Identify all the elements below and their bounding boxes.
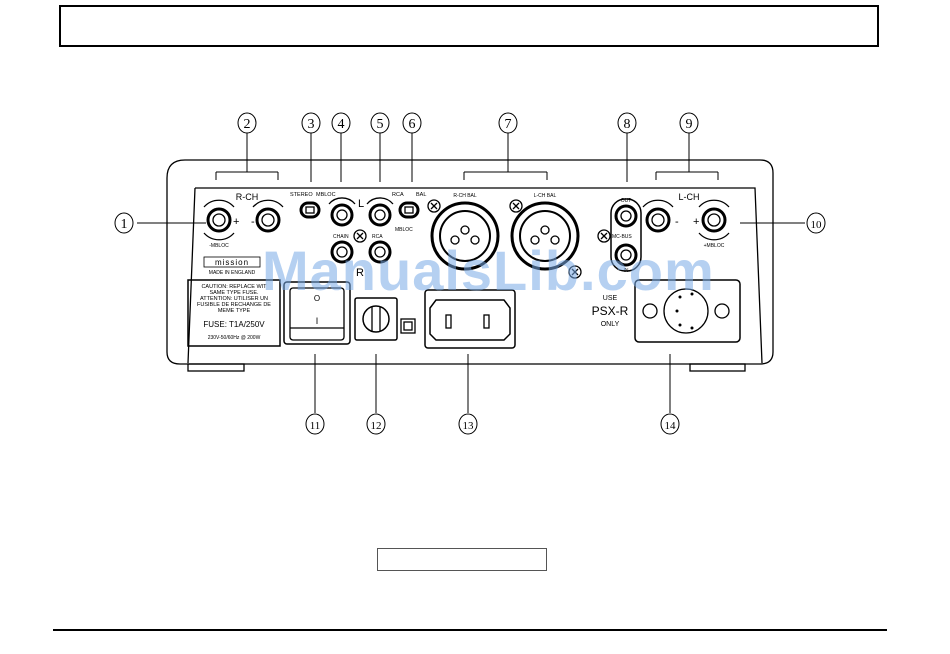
psx-r-socket [634, 279, 741, 343]
fuse-line-5: MEME TYPE [218, 308, 251, 314]
rca-mbloc-l [328, 197, 356, 227]
label-made-in: MADE IN ENGLAND [209, 270, 256, 276]
label-mbloc-small: MBLOC [395, 227, 413, 233]
label-r-ch: R-CH [236, 192, 259, 202]
label-r-minus: - [251, 216, 255, 228]
callout-11: 11 [305, 413, 325, 435]
label-bal: BAL [416, 192, 426, 198]
label-use: USE [603, 295, 618, 302]
callout-number: 5 [377, 117, 384, 132]
rca-r [368, 240, 392, 264]
label-l-ch-bal: L-CH BAL [534, 193, 557, 199]
indicator-square [400, 318, 416, 334]
fuse-line-2: SAME TYPE FUSE. [209, 290, 259, 296]
rca-chain-r [330, 240, 354, 264]
footer-rule [53, 629, 887, 631]
callout-2: 2 [237, 112, 257, 134]
callout-number: 11 [310, 420, 321, 432]
chassis-outline [166, 159, 774, 365]
brand-logo-box [203, 256, 261, 268]
callout-7: 7 [498, 112, 518, 134]
label-r-plus: + [233, 216, 239, 228]
ground-screw-2 [427, 199, 441, 213]
label-l-plus: + [693, 216, 699, 228]
callout-9: 9 [679, 112, 699, 134]
brand-logo: mission [215, 258, 249, 267]
label-l-ch: L-CH [678, 192, 699, 202]
fuse-line-1: CAUTION: REPLACE WIT [201, 284, 267, 290]
mc-bus-in [614, 243, 638, 267]
callout-number: 14 [665, 420, 677, 432]
callout-6: 6 [402, 112, 422, 134]
callout-number: 13 [463, 420, 475, 432]
fuse-label-box [187, 279, 281, 347]
stereo-switch [299, 201, 321, 219]
label-rca-upper: RCA [392, 192, 404, 198]
header-box [59, 5, 879, 47]
callout-number: 12 [371, 420, 382, 432]
voltage-selector [354, 297, 398, 341]
label-out: OUT [621, 198, 632, 204]
callout-number: 4 [338, 117, 345, 132]
callout-number: 8 [624, 117, 631, 132]
switch-on-mark: I [316, 316, 319, 326]
rca-l [366, 197, 394, 227]
label-psx-r: PSX-R [592, 304, 629, 318]
callout-8: 8 [617, 112, 637, 134]
callout-number: 10 [811, 219, 823, 231]
callout-13: 13 [458, 413, 478, 435]
callout-4: 4 [331, 112, 351, 134]
label-r-mbloc: -MBLOC [209, 243, 229, 249]
fuse-line-4: FUSIBLE DE RECHANGE DE [197, 302, 271, 308]
label-l: L [358, 198, 364, 210]
fuse-line-3: ATTENTION: UTILISER UN [200, 296, 268, 302]
ground-screw-5 [597, 229, 611, 243]
xlr-r-ch-bal [430, 201, 500, 271]
label-r: R [356, 267, 364, 279]
label-only: ONLY [601, 321, 620, 328]
speaker-terminal-r-plus [203, 199, 235, 241]
foot-left [187, 363, 245, 372]
switch-off-mark: O [314, 294, 320, 303]
callout-number: 2 [244, 117, 251, 132]
power-switch [283, 281, 351, 345]
callout-10: 10 [806, 212, 826, 234]
power-rating: 230V-50/60Hz @ 200W [208, 335, 261, 341]
rca-bal-switch [398, 201, 420, 219]
iec-power-inlet [424, 289, 516, 349]
xlr-l-ch-bal [510, 201, 580, 271]
ground-screw-3 [509, 199, 523, 213]
speaker-terminal-l-minus [642, 199, 674, 233]
callout-number: 7 [505, 117, 512, 132]
mc-bus-out [614, 204, 638, 228]
ground-screw-1 [353, 229, 367, 243]
label-rca-lower: RCA [372, 234, 383, 240]
callout-1: 1 [114, 212, 134, 234]
callout-12: 12 [366, 413, 386, 435]
callout-5: 5 [370, 112, 390, 134]
label-r-ch-bal: R-CH BAL [453, 193, 477, 199]
callout-number: 3 [308, 117, 315, 132]
label-mc-bus: MC-BUS [612, 234, 632, 240]
label-l-mbloc: +MBLOC [704, 243, 725, 249]
fuse-rating: FUSE: T1A/250V [203, 320, 265, 329]
callout-number: 9 [686, 117, 693, 132]
callout-3: 3 [301, 112, 321, 134]
label-chain: CHAIN [333, 234, 349, 240]
inner-panel [187, 187, 763, 364]
label-stereo: STEREO [290, 192, 313, 198]
label-l-minus: - [675, 216, 679, 228]
label-in: IN [624, 268, 629, 274]
label-mbloc: MBLOC [316, 192, 336, 198]
callout-14: 14 [660, 413, 680, 435]
caption-box [377, 548, 547, 571]
speaker-terminal-r-minus [252, 199, 284, 233]
callout-number: 1 [121, 217, 128, 232]
foot-right [689, 363, 746, 372]
callout-number: 6 [409, 117, 416, 132]
ground-screw-4 [568, 265, 582, 279]
speaker-terminal-l-plus [698, 199, 730, 241]
